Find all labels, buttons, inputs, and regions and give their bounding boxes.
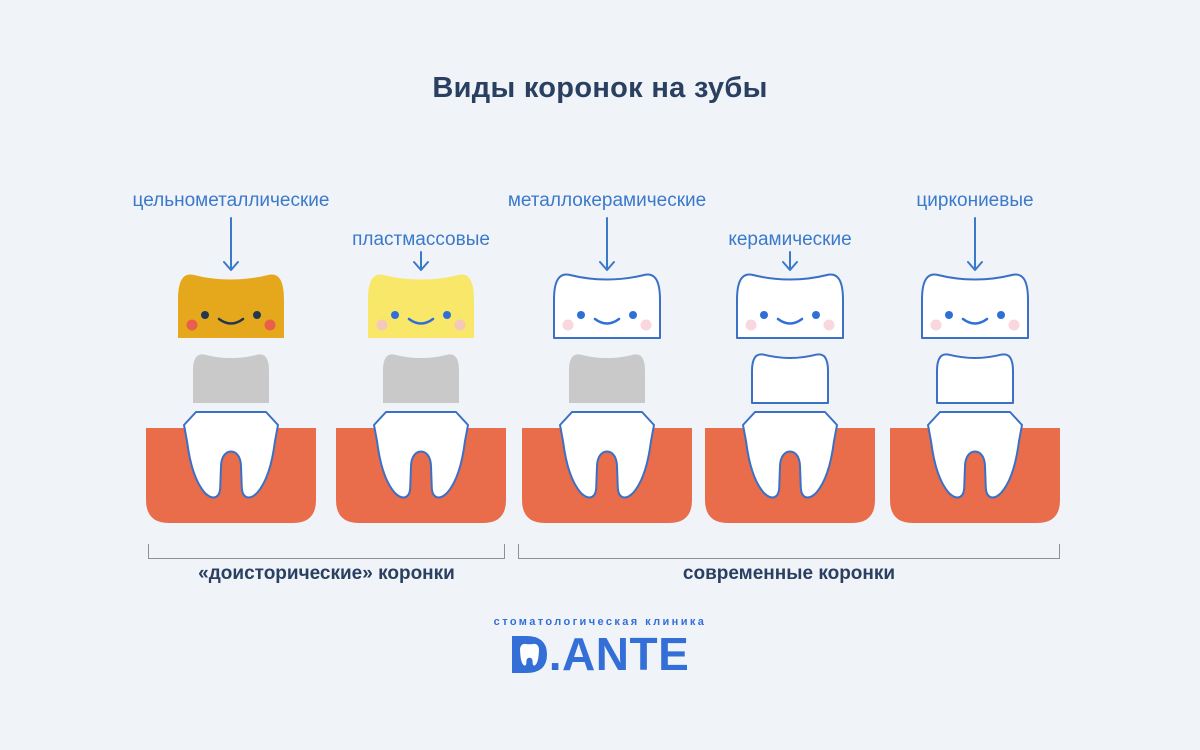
tooth-column-zirconium: циркониевые [880,0,1070,750]
tooth-root-shape [742,411,838,499]
left-cheek [930,319,942,331]
page-title: Виды коронок на зубы [432,72,768,104]
group-label-modern: современные коронки [682,563,896,584]
left-eye [201,311,209,319]
crown-shape [553,273,661,339]
crown-shape [921,273,1029,339]
left-cheek [186,319,198,331]
tooth-root-shape [183,411,279,499]
tooth-illustration [890,273,1060,523]
crown-type-label: керамические [728,229,852,250]
right-cheek [454,319,466,331]
crown-type-label: металлокерамические [507,190,707,211]
tooth-column-ceramic: керамические [695,0,885,750]
smile [961,317,989,325]
smile [776,317,804,325]
right-cheek [264,319,276,331]
down-arrow-icon [782,251,798,271]
tooth-column-metal-ceramic: металлокерамические [508,0,706,750]
group-label-prehistoric: «доисторические» коронки [198,563,455,584]
tooth-illustration [146,274,316,523]
logo-d-with-tooth-icon [511,635,547,673]
tooth-column-metal: цельнометаллические [133,0,329,750]
tooth-column-plastic: пластмассовые [326,0,516,750]
bracket-modern-group [518,544,1060,559]
crown-shape [178,274,284,338]
prepared-tooth-stub [751,353,829,404]
right-eye [812,311,820,319]
left-eye [945,311,953,319]
right-eye [997,311,1005,319]
left-cheek [562,319,574,331]
prepared-tooth-stub [383,354,459,403]
crown-type-label: пластмассовые [352,229,490,250]
crown-type-label: цельнометаллические [132,190,330,211]
smile [407,317,435,325]
bracket-prehistoric-group [148,544,505,559]
smile [217,317,245,325]
right-cheek [823,319,835,331]
right-eye [443,311,451,319]
down-arrow-icon [967,217,983,271]
down-arrow-icon [413,251,429,271]
right-eye [253,311,261,319]
down-arrow-icon [599,217,615,271]
tooth-root-shape [927,411,1023,499]
tooth-root-shape [373,411,469,499]
left-eye [391,311,399,319]
right-cheek [1008,319,1020,331]
clinic-logo: стоматологическая клиника .ANTE [0,616,1200,677]
tooth-illustration [336,274,506,523]
crown-shape [368,274,474,338]
prepared-tooth-stub [936,353,1014,404]
right-cheek [640,319,652,331]
right-eye [629,311,637,319]
tooth-illustration [522,273,692,523]
left-eye [760,311,768,319]
left-cheek [745,319,757,331]
smile [593,317,621,325]
logo-tagline: стоматологическая клиника [493,616,707,628]
crown-type-label: циркониевые [916,190,1034,211]
crown-shape [736,273,844,339]
left-cheek [376,319,388,331]
logo-brand-text: .ANTE [548,628,690,680]
logo-brand: .ANTE [511,631,690,677]
prepared-tooth-stub [569,354,645,403]
prepared-tooth-stub [193,354,269,403]
down-arrow-icon [223,217,239,271]
left-eye [577,311,585,319]
tooth-root-shape [559,411,655,499]
tooth-illustration [705,273,875,523]
